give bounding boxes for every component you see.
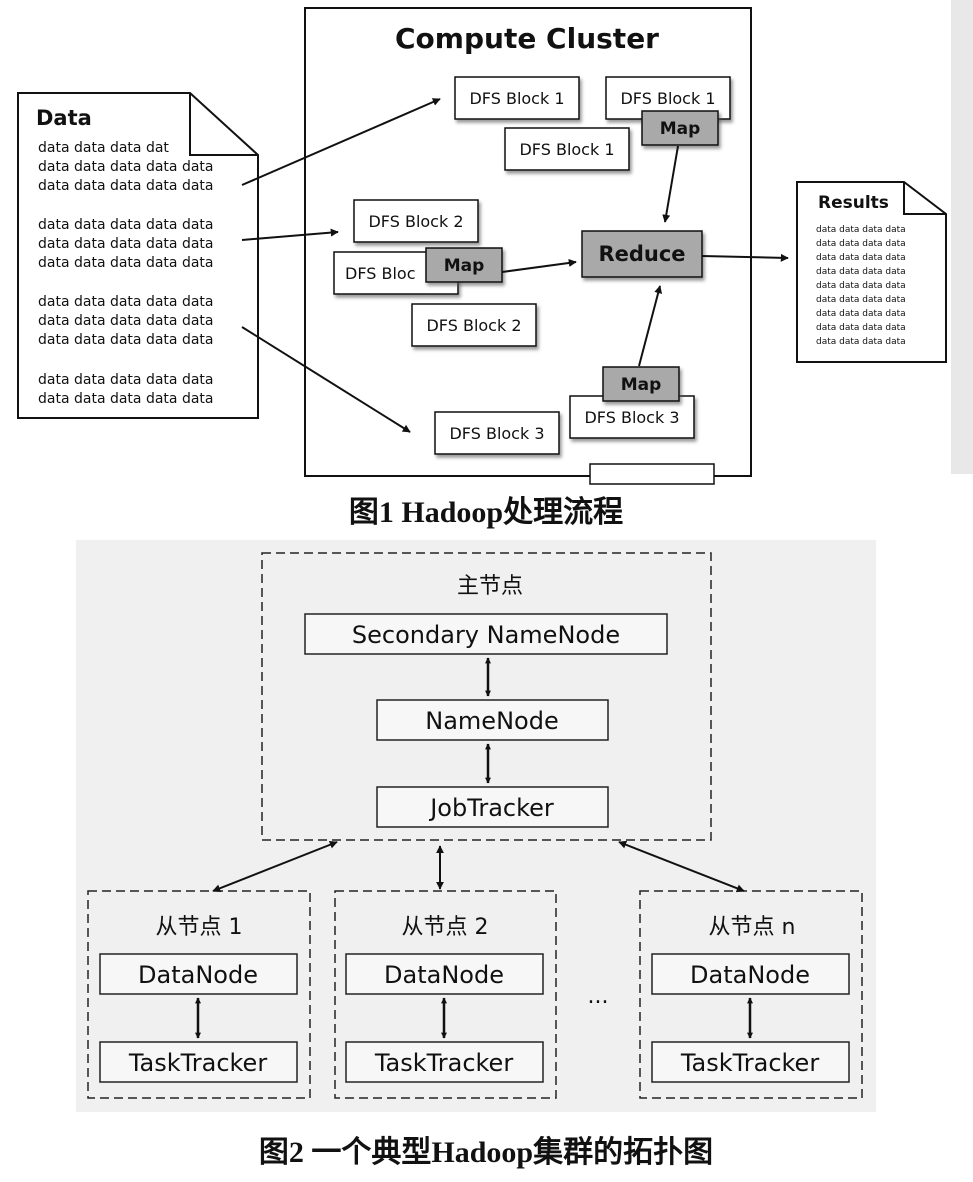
data-document: Data data data data dat data data data d…	[17, 92, 259, 419]
tasktracker-label: TaskTracker	[374, 1049, 514, 1077]
dfs-block-box	[434, 411, 560, 455]
dfs-block-label: DFS Block 1	[519, 140, 614, 159]
data-line: data data data data data	[38, 159, 213, 175]
data-line: data data data data data	[38, 217, 213, 233]
data-line: data data data data data	[38, 178, 213, 194]
datanode-box	[651, 953, 850, 995]
tasktracker-box	[99, 1041, 298, 1083]
data-title: Data	[36, 106, 92, 130]
slave-node-2-frame	[334, 890, 557, 1099]
datanode-label: DataNode	[690, 961, 810, 989]
data-line: data data data data data	[38, 313, 213, 329]
map-label: Map	[660, 119, 701, 139]
namenode-box	[376, 699, 609, 741]
data-line: data data data dat	[38, 140, 169, 156]
tasktracker-label: TaskTracker	[128, 1049, 268, 1077]
arrow-data-to-block1	[241, 98, 441, 186]
results-line: data data data data	[816, 225, 906, 235]
dfs-block-label: DFS Block 3	[584, 408, 679, 427]
dfs-block-box	[454, 76, 580, 120]
map-box	[602, 366, 680, 402]
dfs-block-label: DFS Block 1	[620, 89, 715, 108]
data-line: data data data data data	[38, 391, 213, 407]
results-title: Results	[818, 193, 889, 213]
datanode-box	[345, 953, 544, 995]
secondary-namenode-box	[304, 613, 668, 655]
arrow-map-to-reduce	[662, 145, 679, 223]
figure-2-caption: 图2 一个典型Hadoop集群的拓扑图	[259, 1136, 713, 1169]
dfs-block-label: DFS Block 2	[368, 212, 463, 231]
results-line: data data data data	[816, 309, 906, 319]
results-line: data data data data	[816, 253, 906, 263]
namenode-label: NameNode	[425, 707, 558, 735]
double-arrow-master-slave1	[212, 840, 338, 893]
dfs-block-box	[411, 303, 537, 347]
data-line: data data data data data	[38, 255, 213, 271]
figure-1: Compute Cluster Data data data data dat …	[17, 0, 973, 529]
data-line: data data data data data	[38, 372, 213, 388]
map-label: Map	[621, 375, 662, 395]
reduce-label: Reduce	[598, 242, 685, 266]
datanode-label: DataNode	[138, 961, 258, 989]
results-line: data data data data	[816, 323, 906, 333]
edge-shade	[951, 0, 973, 474]
datanode-box	[99, 953, 298, 995]
slave-node-2-title: 从节点 2	[402, 915, 489, 940]
datanode-label: DataNode	[384, 961, 504, 989]
dfs-block-box	[569, 395, 695, 439]
jobtracker-box	[376, 786, 609, 828]
slave-node-n-frame	[639, 890, 863, 1099]
map-box	[425, 247, 503, 283]
figure-2: 主节点 Secondary NameNode NameNode JobTrack…	[76, 540, 876, 1169]
cluster-title: Compute Cluster	[395, 22, 659, 55]
arrow-data-to-block3	[241, 326, 411, 433]
master-node-frame	[261, 552, 712, 841]
secondary-namenode-label: Secondary NameNode	[352, 621, 620, 649]
reduce-box	[581, 230, 703, 278]
data-line: data data data data data	[38, 294, 213, 310]
map-label: Map	[444, 256, 485, 276]
results-line: data data data data	[816, 281, 906, 291]
ellipsis: ...	[588, 984, 609, 1009]
master-node-title: 主节点	[457, 574, 523, 599]
arrow-map-to-reduce	[638, 285, 663, 367]
dfs-block-label: DFS Block 1	[469, 89, 564, 108]
dfs-block-label: DFS Block 3	[449, 424, 544, 443]
slave-node-1-frame	[87, 890, 311, 1099]
jobtracker-label: JobTracker	[428, 794, 554, 822]
arrow-data-to-block2	[241, 228, 339, 241]
results-line: data data data data	[816, 337, 906, 347]
dfs-block-label: DFS Block 2	[426, 316, 521, 335]
results-line: data data data data	[816, 267, 906, 277]
data-line: data data data data data	[38, 332, 213, 348]
results-line: data data data data	[816, 239, 906, 249]
dfs-block-box-partial	[589, 463, 715, 485]
tasktracker-box	[651, 1041, 850, 1083]
dfs-block-box	[504, 127, 630, 171]
slave-node-1-title: 从节点 1	[156, 915, 243, 940]
dfs-block-box	[353, 199, 479, 243]
tasktracker-label: TaskTracker	[680, 1049, 820, 1077]
results-line: data data data data	[816, 295, 906, 305]
double-arrow-master-slaven	[618, 840, 745, 893]
slave-node-n-title: 从节点 n	[709, 915, 796, 940]
dfs-block-label: DFS Bloc	[345, 264, 416, 283]
figure-1-caption: 图1 Hadoop处理流程	[349, 496, 623, 529]
results-document: Results data data data data data data da…	[796, 181, 947, 363]
arrow-map-to-reduce	[501, 259, 577, 273]
arrow-reduce-to-results	[701, 253, 789, 262]
map-box	[641, 110, 719, 146]
tasktracker-box	[345, 1041, 544, 1083]
data-line: data data data data data	[38, 236, 213, 252]
